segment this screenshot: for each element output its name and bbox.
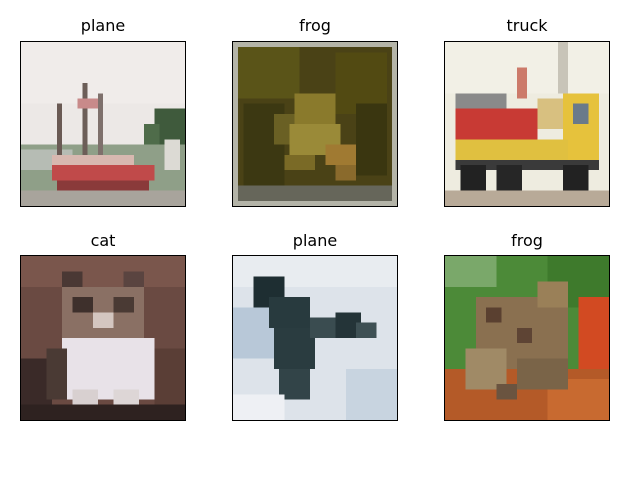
panel-image-truck <box>444 41 610 207</box>
panel-3: truck <box>444 14 610 208</box>
panel-1: plane <box>20 14 186 208</box>
panel-image-bird <box>232 255 398 421</box>
panel-title: frog <box>299 16 331 35</box>
panel-title: frog <box>511 231 543 250</box>
panel-4: cat <box>20 229 186 423</box>
panel-5: plane <box>232 229 398 423</box>
panel-title: plane <box>80 16 126 35</box>
panel-title: plane <box>292 231 338 250</box>
panel-image-frog-leaves <box>444 255 610 421</box>
panel-2: frog <box>232 14 398 208</box>
panel-title: truck <box>506 16 548 35</box>
panel-image-frog <box>232 41 398 207</box>
panel-image-ship <box>20 41 186 207</box>
panel-6: frog <box>444 229 610 423</box>
panel-title: cat <box>90 231 116 250</box>
panel-image-cat <box>20 255 186 421</box>
